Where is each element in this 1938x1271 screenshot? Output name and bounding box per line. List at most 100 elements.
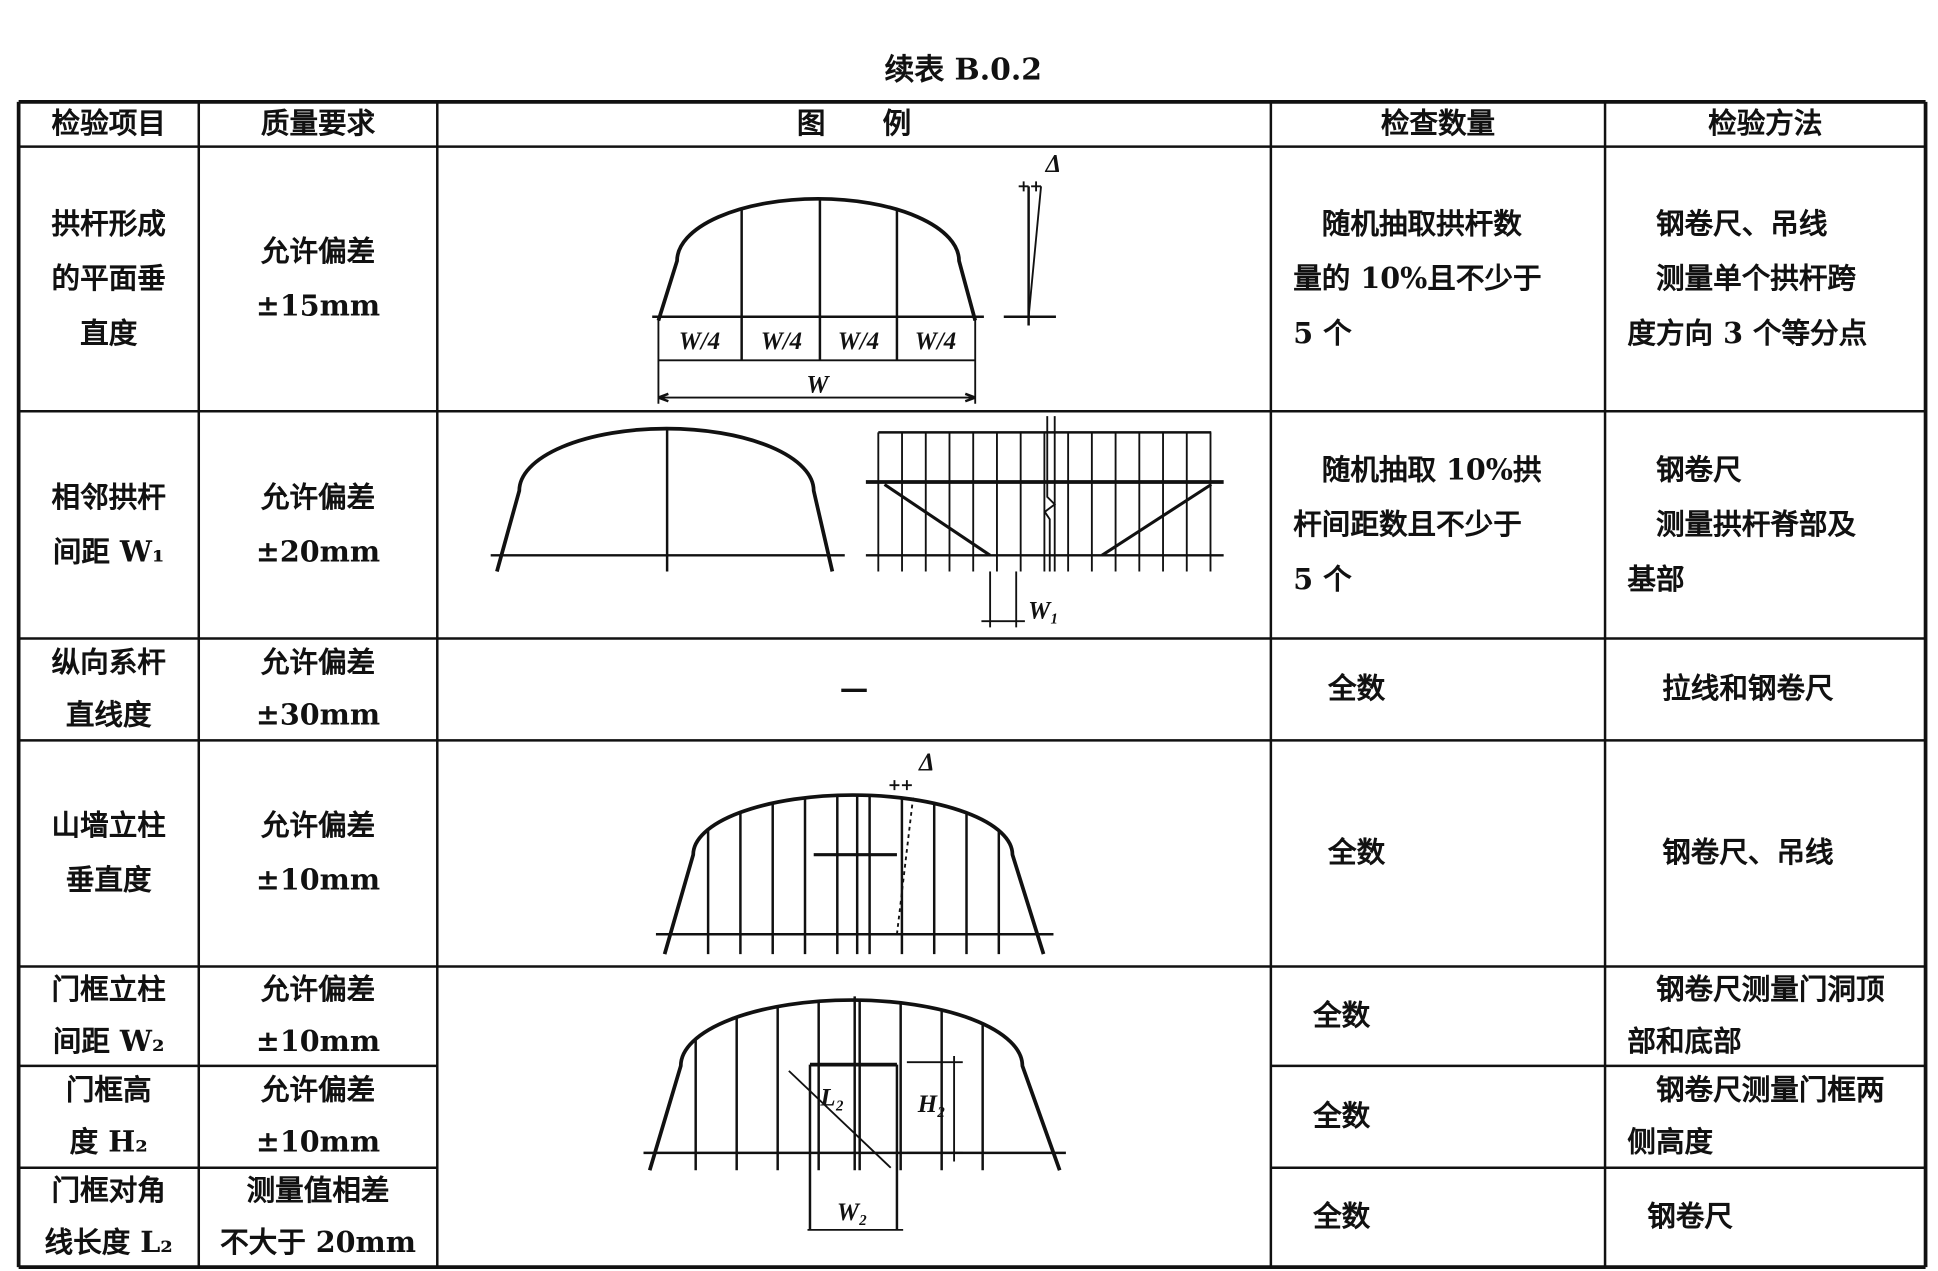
diagonal-l2 [788,1070,892,1169]
inspection-item: 纵向系杆直线度 [19,639,199,741]
cell-line: 钢卷尺、吊线 [1662,836,1834,870]
quality-requirement: 允许偏差 ±20mm [199,411,438,638]
quality-requirement: 允许偏差±10mm [199,740,438,966]
label-delta: Δ [1045,150,1062,177]
check-quantity: 全数 [1271,1066,1605,1168]
inspection-item: 门框高度 H₂ [19,1066,199,1168]
cell-line: 5 个 [1293,562,1352,596]
cell-line: 钢卷尺测量门框两 [1627,1073,1885,1107]
cell-line: 部和底部 [1627,1024,1742,1059]
cell-line: 测量拱杆脊部及 [1627,507,1856,542]
cell-line: 间距 W₁ [52,534,165,569]
check-quantity: 全数 [1271,967,1605,1066]
cell-line: 允许偏差 [260,480,376,514]
cell-line: 随机抽取拱杆数 [1293,206,1522,241]
arch-outline [495,426,835,572]
figure-none: — [839,672,869,706]
arch-outline [656,196,978,322]
cell-line: 杆间距数且不少于 [1293,507,1522,542]
cell-line: 钢卷尺 [1627,452,1742,487]
cell-line: 允许偏差 [260,972,376,1007]
cell-line: 测量值相差 [246,1173,390,1208]
cell-line: 不大于 20mm [220,1226,416,1260]
arch-outline [662,793,1046,955]
cell-line: 线长度 L₂ [44,1226,173,1260]
check-quantity: 全数 [1271,639,1605,741]
cell-line: 垂直度 [65,863,152,897]
inspection-method: 钢卷尺 [1605,1168,1926,1267]
deviation-arrows [1018,181,1042,192]
cell-line: 全数 [1313,998,1371,1033]
cell-line: 间距 W₂ [52,1024,165,1059]
label-w1: W₁ [1028,598,1059,625]
cell-line: 允许偏差 [260,234,376,268]
cell-line: ±20mm [255,534,381,569]
cell-line: ±15mm [255,288,381,323]
arrow-head [657,392,669,403]
brace [883,483,991,557]
cell-line: 纵向系杆 [51,645,166,680]
cell-line: 测量单个拱杆跨 [1627,261,1856,296]
cell-line: ±30mm [255,698,381,732]
label-w-quarter: W/4 [915,328,956,355]
cell-line: 允许偏差 [260,645,376,680]
label-w-quarter: W/4 [679,328,720,355]
arrow-head [964,392,976,403]
cell-line: 度 H₂ [69,1125,148,1160]
cell-line: 拉线和钢卷尺 [1662,672,1834,706]
cell-line: 全数 [1328,836,1386,870]
cell-line: 山墙立柱 [51,808,166,843]
cell-line: 基部 [1627,562,1685,596]
inspection-method: 钢卷尺测量门洞顶部和底部 [1605,967,1926,1066]
quality-requirement: 测量值相差不大于 20mm [199,1168,438,1267]
cell-line: 全数 [1313,1200,1371,1234]
inspection-item: 相邻拱杆间距 W₁ [19,411,199,638]
cell-line: ±10mm [255,1024,381,1059]
cell-line: 全数 [1313,1099,1371,1133]
column-header: 检查数量 [1380,106,1496,141]
inspection-method: 钢卷尺 测量拱杆脊部及基部 [1605,411,1926,638]
inspection-item: 门框对角线长度 L₂ [19,1168,199,1267]
cell-line: 钢卷尺 [1647,1200,1734,1234]
label-l2: L₂ [819,1085,844,1112]
cell-line: 直度 [80,316,138,350]
label-h2: H₂ [917,1091,946,1118]
cell-line: 相邻拱杆 [51,480,166,514]
cell-line: ±10mm [255,863,381,897]
label-w: W [806,372,830,399]
check-quantity: 全数 [1271,1168,1605,1267]
cell-line: 直线度 [65,698,152,732]
quality-requirement: 允许偏差 ±15mm [199,147,438,412]
label-w2: W₂ [837,1199,868,1226]
deviation-arrows [889,780,912,791]
table-title: 续表 B.0.2 [884,50,1042,87]
cell-line: ±10mm [255,1125,381,1160]
cell-line: 钢卷尺、吊线 [1627,206,1828,241]
quality-requirement: 允许偏差 ±30mm [199,639,438,741]
plumb-deviation [896,797,915,935]
cell-line: 拱杆形成 [51,206,166,241]
inspection-method: 钢卷尺、吊线 [1605,740,1926,966]
check-quantity: 全数 [1271,740,1605,966]
check-quantity: 随机抽取 10%拱杆间距数且不少于 5 个 [1271,411,1605,638]
cell-line: 的平面垂 [51,261,166,296]
brace [1101,483,1213,557]
quality-requirement: 允许偏差 ±10mm [199,967,438,1066]
cell-line: 钢卷尺测量门洞顶 [1627,972,1885,1007]
inspection-method: 拉线和钢卷尺 [1605,639,1926,741]
cell-line: 随机抽取 10%拱 [1293,452,1542,487]
label-w-quarter: W/4 [838,328,879,355]
break-line [1043,416,1057,572]
inspection-item: 山墙立柱垂直度 [19,740,199,966]
cell-line: 量的 10%且不少于 [1293,261,1542,296]
inspection-item: 门框立柱间距 W₂ [19,967,199,1066]
label-delta: Δ [918,749,935,776]
cell-line: 门框高 [65,1073,152,1107]
cell-line: 度方向 3 个等分点 [1627,316,1868,350]
check-quantity: 随机抽取拱杆数量的 10%且不少于 5 个 [1271,147,1605,412]
cell-line: 5 个 [1293,316,1352,350]
column-header: 检验项目 [51,106,166,141]
inspection-item: 拱杆形成的平面垂直度 [19,147,199,412]
